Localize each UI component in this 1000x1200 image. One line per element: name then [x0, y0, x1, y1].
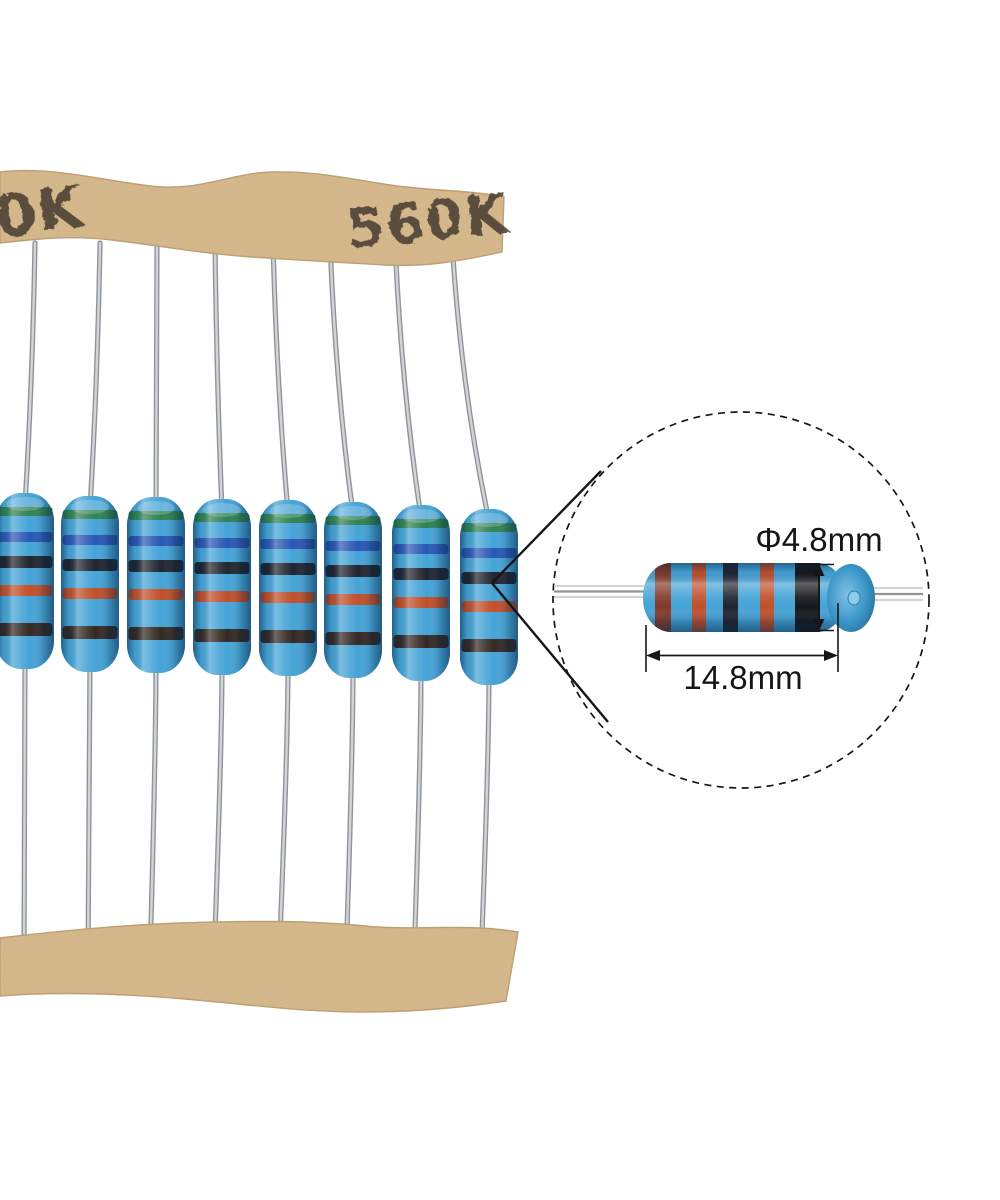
- resistor-top-sheen: [6, 497, 44, 511]
- resistor-top-sheen: [71, 500, 109, 514]
- length-arrowhead-right: [824, 650, 838, 661]
- resistor-lead-top-highlight: [450, 241, 491, 523]
- resistor-lead-top-highlight: [23, 241, 37, 507]
- resistor-body-shading: [193, 499, 251, 675]
- resistor-lead-top: [392, 240, 424, 520]
- resistor-body-shading: [61, 496, 119, 672]
- length-dimension: 14.8mm: [645, 603, 839, 696]
- resistor-body-shading: [0, 493, 54, 669]
- resistor-lead-top-highlight: [328, 241, 355, 516]
- resistor-array: [0, 493, 518, 685]
- resistor-lead-bottom-highlight: [22, 655, 27, 962]
- resistor-body-shading: [392, 505, 450, 681]
- resistor-top-sheen: [470, 513, 508, 527]
- resistor-lead-bottom-highlight: [148, 659, 158, 962]
- magnified-lead-left: [554, 584, 644, 599]
- resistor-body-shading: [259, 500, 317, 676]
- callout-line-lower: [491, 582, 609, 723]
- magnified-body-shading: [643, 563, 845, 632]
- lead-layer: [21, 240, 492, 963]
- resistor-lead-top-highlight: [88, 241, 102, 510]
- resistor-body-shading: [324, 502, 382, 678]
- resistor-lead-bottom-highlight: [86, 658, 92, 962]
- diameter-arrowhead-down: [813, 619, 825, 631]
- resistor: [127, 497, 185, 673]
- resistor-top-sheen: [269, 504, 307, 518]
- resistor-lead-bottom-highlight: [212, 661, 224, 962]
- tape-stamp-left: 0K: [0, 172, 89, 252]
- tape-bottom: [0, 920, 519, 1013]
- resistor-lead-bottom-highlight: [344, 664, 355, 962]
- end-cap-lead-boss: [847, 590, 861, 606]
- diameter-arrowhead-up: [813, 564, 825, 576]
- resistor: [259, 500, 317, 676]
- resistor-lead-top-highlight: [271, 241, 290, 514]
- callout-line-upper: [491, 470, 602, 584]
- length-label: 14.8mm: [683, 659, 802, 696]
- resistor: [392, 505, 450, 681]
- resistor-top-sheen: [203, 503, 241, 517]
- resistor-body-shading: [460, 509, 518, 685]
- resistor-top-sheen: [334, 506, 372, 520]
- length-arrowhead-left: [646, 650, 660, 661]
- diameter-label: Φ4.8mm: [755, 521, 882, 558]
- diameter-dimension: Φ4.8mm: [755, 521, 883, 632]
- resistor-top-sheen: [137, 501, 175, 515]
- resistor-body-shading: [127, 497, 185, 673]
- resistor: [460, 509, 518, 685]
- resistor-lead-bottom-highlight: [277, 662, 290, 962]
- resistor-lead-top: [327, 240, 356, 517]
- tape-top: [0, 169, 505, 267]
- resistor-lead-bottom-highlight: [479, 671, 491, 962]
- resistor-lead-top-highlight: [154, 241, 159, 511]
- resistor-top-sheen: [402, 509, 440, 523]
- magnifier-callout: Φ4.8mm 14.8mm: [491, 411, 930, 789]
- resistor-lead-top-highlight: [213, 241, 224, 513]
- resistor: [61, 496, 119, 672]
- resistor: [324, 502, 382, 678]
- resistor-lead-bottom-highlight: [412, 667, 423, 962]
- resistor: [193, 499, 251, 675]
- resistor-lead-top: [449, 240, 492, 524]
- resistor-lead-top-highlight: [393, 241, 423, 519]
- resistor: [0, 493, 54, 669]
